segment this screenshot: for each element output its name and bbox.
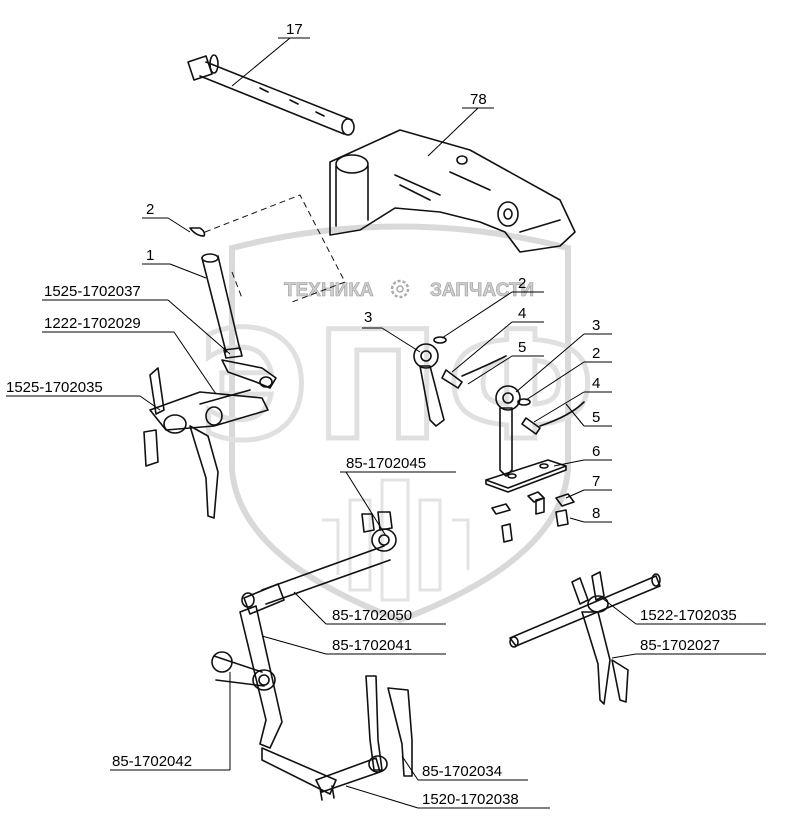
part-17-rod [187,54,355,136]
watermark-text-left: ТЕХНИКА [284,280,374,301]
watermark-text-right: ЗАПЧАСТИ [430,280,534,301]
leader-lines [6,37,766,809]
callout-78: 78 [470,91,487,108]
assembly-guide-dashed [204,194,346,303]
gear-icon [390,279,410,299]
callout-7: 7 [592,473,600,490]
part-6-plate [485,459,567,493]
callout-1525-1702037: 1525-1702037 [44,283,141,300]
part-1525-1702037-lever [221,359,277,389]
part-group-center-3-4-5 [413,336,507,427]
part-7-8-bolts [491,491,575,543]
callout-8: 8 [592,505,600,522]
watermark-big-letters: ЭПФ [199,300,601,474]
callout-2-center: 2 [518,275,526,292]
part-1-shaft [201,253,243,359]
callout-85-1702050: 85-1702050 [332,607,412,624]
callout-6: 6 [592,443,600,460]
callout-1520-1702038: 1520-1702038 [422,791,519,808]
watermark-shield [229,223,571,624]
part-85-1702041-lever [211,605,283,749]
callout-85-1702041: 85-1702041 [332,637,412,654]
callout-85-1702045: 85-1702045 [346,455,426,472]
callout-5-center: 5 [518,339,526,356]
callout-85-1702042: 85-1702042 [112,753,192,770]
callout-85-1702027: 85-1702027 [640,637,720,654]
callout-85-1702034: 85-1702034 [422,763,502,780]
part-78-housing [329,129,576,253]
part-85-1702045 [361,511,397,552]
callout-5-right: 5 [592,409,600,426]
watermark-building-bars [322,478,470,602]
part-2-half-ring [189,227,206,237]
callout-17: 17 [286,21,303,38]
part-group-right-3-4-5 [495,385,585,477]
part-1522-1702035-fork [509,571,661,705]
callout-labels: 17 78 2 1 1525-1702037 1222-1702029 1525… [6,21,737,808]
watermark: ТЕХНИКА ЗАПЧАСТИ ЭПФ [196,223,601,624]
callout-1522-1702035: 1522-1702035 [640,607,737,624]
callout-1222-1702029: 1222-1702029 [44,315,141,332]
callout-3-center: 3 [364,309,372,326]
callout-1525-1702035: 1525-1702035 [6,379,103,396]
callout-3-right: 3 [592,317,600,334]
part-1525-1702035-fork [143,367,269,519]
callout-4-right: 4 [592,375,600,392]
callout-2-left: 2 [146,201,154,218]
callout-1: 1 [146,247,154,264]
callout-2-right: 2 [592,345,600,362]
callout-4-center: 4 [518,305,526,322]
part-1520-1702038-fork [261,675,413,801]
